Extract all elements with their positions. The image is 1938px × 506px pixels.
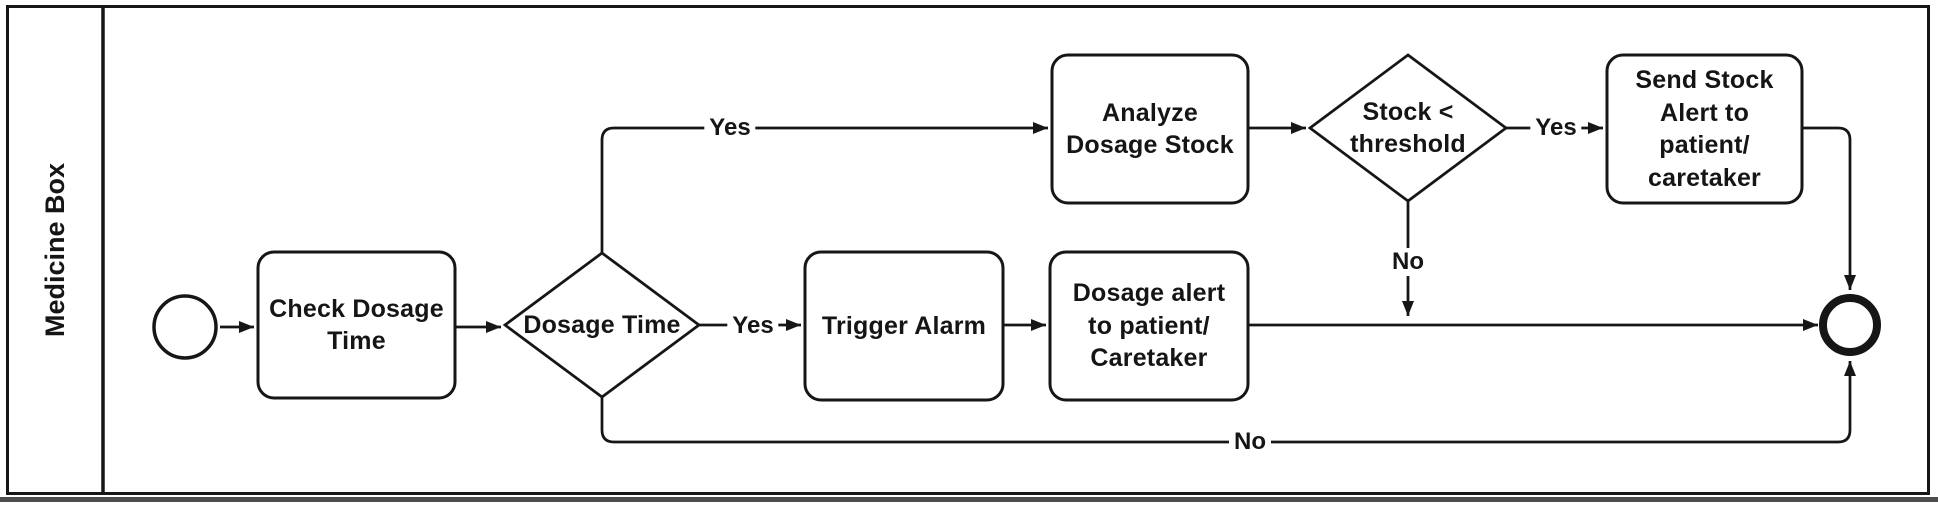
task-send-stock-alert [1605, 53, 1804, 205]
start-event-circle [152, 294, 218, 360]
pool-border [6, 5, 1930, 495]
flow-gateway-no-loop-to-end [600, 361, 1856, 444]
task-dosage-alert [1048, 250, 1250, 402]
gateway-stock-threshold-diamond [1307, 53, 1509, 203]
task-analyze-dosage-stock [1050, 53, 1250, 205]
gateway-dosage-time-diamond [502, 251, 702, 399]
task-trigger-alarm [803, 250, 1005, 402]
figure-bottom-rule [0, 497, 1938, 502]
lane-title: Medicine Box [39, 162, 70, 338]
end-event-circle [1819, 294, 1881, 356]
flow-gateway-yes-to-analyze [600, 122, 1048, 253]
flow-send-alert-to-end [1802, 126, 1856, 290]
task-check-dosage-time [256, 250, 457, 400]
